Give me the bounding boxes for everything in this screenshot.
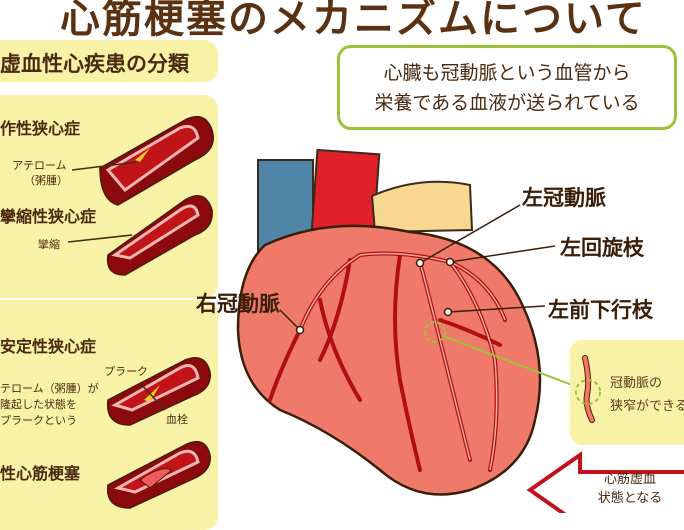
desc-line-3: プラークという — [0, 414, 77, 427]
bubble-line-1: 心臓も冠動脈という血管から — [383, 62, 631, 84]
arrow-callout: 心筋虚血 状態となる — [585, 470, 675, 508]
desc-line-1: テローム（粥腫）が — [0, 382, 99, 395]
arrow-left-icon — [526, 451, 684, 513]
heading-effort-angina: 作性狭心症 — [0, 119, 81, 138]
desc-line-2: 隆起した状態を — [0, 398, 77, 411]
bubble-line-2: 栄養である血液が送られている — [374, 92, 640, 114]
note-box — [570, 340, 684, 445]
label-thrombus: 血栓 — [166, 413, 188, 426]
artery-illustration-1 — [71, 115, 214, 206]
label-circumflex: 左回旋枝 — [560, 236, 644, 260]
label-lad: 左前下行枝 — [548, 298, 653, 322]
artery-illustration-4 — [106, 440, 211, 509]
section-header: 虚血性心疾患の分類 — [0, 40, 218, 82]
heading-acute-mi: 性心筋梗塞 — [0, 464, 81, 483]
stenosis-note: 冠動脈の 狭窄ができる — [570, 340, 684, 445]
section-header-text: 虚血性心疾患の分類 — [0, 52, 189, 76]
artery-illustration-2 — [67, 195, 213, 276]
label-spasm: 攣縮 — [38, 238, 60, 251]
note-line-2: 狭窄ができる — [610, 399, 684, 414]
label-atheroma-paren: （粥腫） — [24, 174, 68, 187]
illustration — [67, 115, 684, 513]
arrow-line-2: 状態となる — [597, 491, 663, 506]
arrow-line-1: 心筋虚血 — [603, 472, 656, 487]
page-title: 心筋梗塞のメカニズムについて — [60, 0, 647, 42]
label-atheroma: アテローム — [12, 159, 67, 172]
heading-spastic-angina: 攣縮性狭心症 — [0, 207, 97, 226]
note-line-1: 冠動脈の — [610, 376, 663, 391]
label-leaders — [279, 204, 556, 335]
info-bubble: 心臓も冠動脈という血管から 栄養である血液が送られている — [337, 45, 677, 130]
heart-illustration — [236, 148, 581, 496]
label-right-coronary: 右冠動脈 — [196, 292, 280, 316]
heading-unstable-angina: 安定性狭心症 — [0, 337, 97, 356]
label-left-coronary: 左冠動脈 — [522, 186, 606, 210]
label-plaque: プラーク — [104, 365, 148, 378]
artery-illustration-3 — [106, 357, 211, 426]
